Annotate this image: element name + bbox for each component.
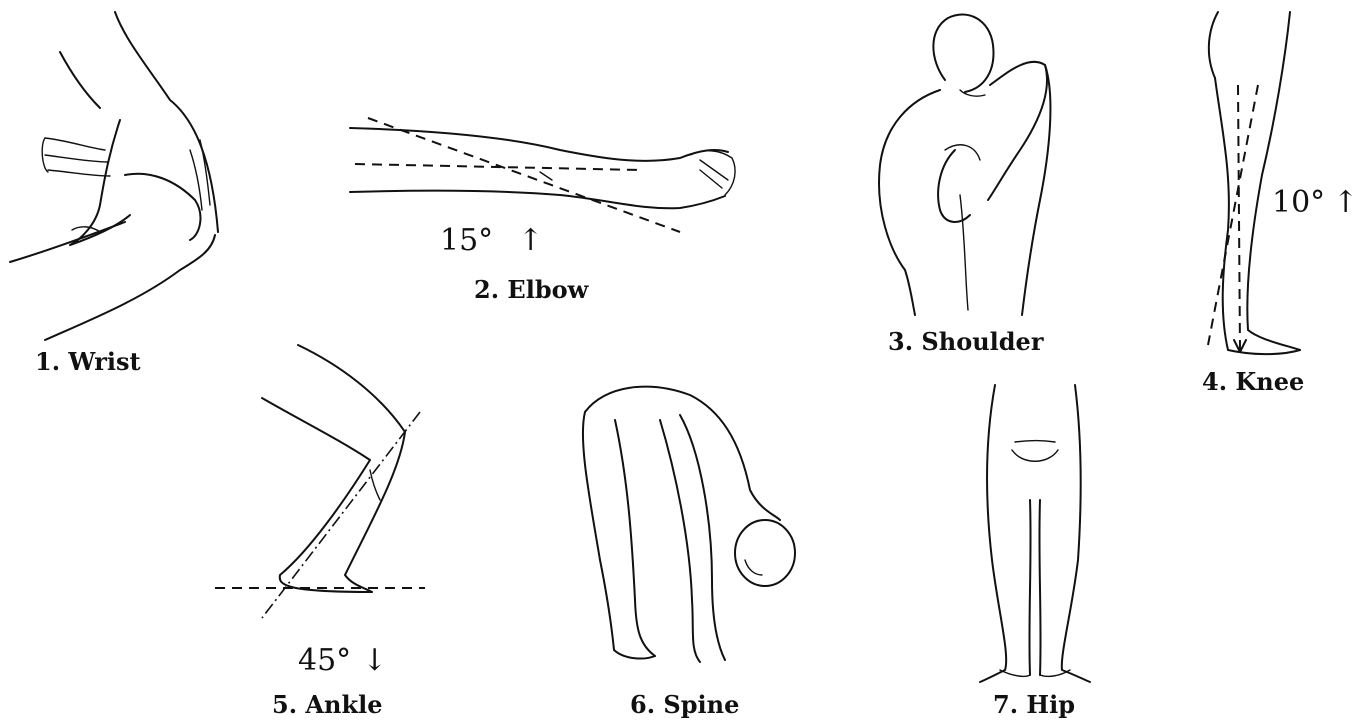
- elbow-caption: 2. Elbow: [474, 275, 590, 304]
- knee-arrow: ↑: [1333, 185, 1358, 220]
- spine-figure: [583, 387, 795, 662]
- wrist-caption: 1. Wrist: [35, 347, 141, 376]
- shoulder-caption: 3. Shoulder: [888, 327, 1044, 356]
- knee-figure: [1208, 12, 1300, 354]
- knee-angle: 10°: [1272, 185, 1325, 220]
- hip-caption: 7. Hip: [993, 690, 1075, 719]
- wrist-figure: [10, 12, 218, 340]
- elbow-figure: [350, 118, 735, 232]
- elbow-angle: 15°: [440, 223, 493, 258]
- elbow-arrow: ↑: [518, 223, 543, 258]
- knee-caption: 4. Knee: [1202, 367, 1304, 396]
- ankle-figure: [215, 345, 425, 618]
- ankle-caption: 5. Ankle: [272, 690, 383, 719]
- spine-caption: 6. Spine: [630, 690, 739, 719]
- ankle-arrow: ↓: [362, 643, 387, 678]
- hip-figure: [980, 385, 1090, 682]
- shoulder-figure: [879, 14, 1050, 315]
- ankle-angle: 45°: [298, 643, 351, 678]
